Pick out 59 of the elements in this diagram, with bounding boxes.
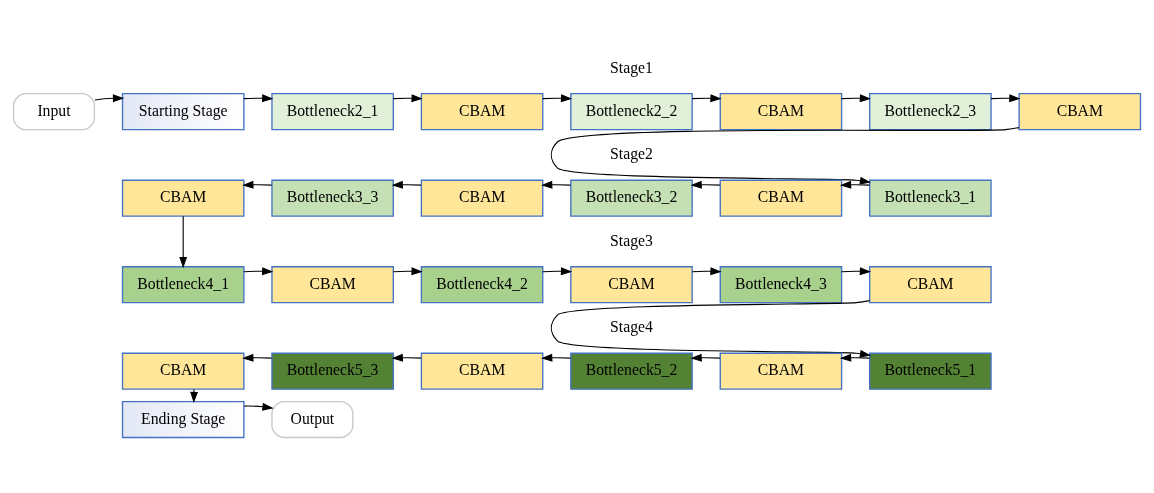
arrow (242, 180, 273, 189)
node-box: Bottleneck2_3 (869, 93, 992, 131)
arrow (243, 267, 274, 276)
label: Stage1 (610, 58, 653, 76)
arrow (243, 402, 274, 411)
node-box: Bottleneck5_3 (271, 352, 394, 390)
node-box: Starting Stage (121, 93, 245, 131)
label: Stage4 (610, 318, 653, 336)
arrow (392, 267, 423, 276)
arrow (541, 353, 572, 362)
node-box: CBAM (719, 352, 843, 390)
node-box: Bottleneck5_1 (869, 352, 992, 390)
arrow (839, 180, 870, 189)
arrow (542, 267, 573, 276)
node-box: CBAM (869, 266, 992, 304)
arrow (391, 180, 422, 189)
node-box: Bottleneck4_2 (420, 266, 544, 304)
arrow (179, 215, 188, 269)
arrow (94, 94, 125, 103)
arrow (550, 127, 1020, 185)
node-box: CBAM (1018, 93, 1142, 131)
node-box: Bottleneck3_2 (570, 179, 693, 217)
node-box: CBAM (121, 179, 245, 217)
node-box: Bottleneck5_2 (570, 352, 693, 390)
arrow (190, 388, 198, 404)
label: Stage2 (610, 145, 653, 163)
node-box: Output (271, 400, 354, 439)
arrow (391, 353, 422, 362)
arrow (839, 353, 870, 362)
node-box: Bottleneck3_3 (271, 179, 394, 217)
arrow (392, 94, 423, 103)
node-box: CBAM (420, 93, 544, 131)
arrow (550, 300, 872, 358)
node-box: CBAM (570, 266, 693, 304)
node-box: CBAM (719, 93, 843, 131)
arrow (242, 353, 273, 362)
label: Stage3 (610, 231, 653, 249)
node-box: CBAM (719, 179, 843, 217)
node-box: CBAM (420, 352, 544, 390)
node-box: Bottleneck4_1 (121, 266, 245, 304)
node-box: Bottleneck4_3 (719, 266, 843, 304)
node-box: Bottleneck3_1 (869, 179, 992, 217)
arrow (690, 353, 721, 362)
node-box: CBAM (121, 352, 245, 390)
arrow (841, 94, 872, 103)
node-box: Bottleneck2_2 (570, 93, 693, 131)
node-box: CBAM (420, 179, 544, 217)
arrow (690, 180, 721, 189)
arrow (691, 267, 722, 276)
arrow (243, 94, 274, 103)
arrow (691, 94, 722, 103)
arrow (542, 94, 573, 103)
node-box: CBAM (271, 266, 394, 304)
arrow (541, 180, 572, 189)
arrow (990, 94, 1021, 103)
node-box: Input (12, 93, 96, 131)
node-box: Bottleneck2_1 (271, 93, 394, 131)
arrow (841, 267, 872, 276)
node-box: Ending Stage (121, 400, 245, 439)
